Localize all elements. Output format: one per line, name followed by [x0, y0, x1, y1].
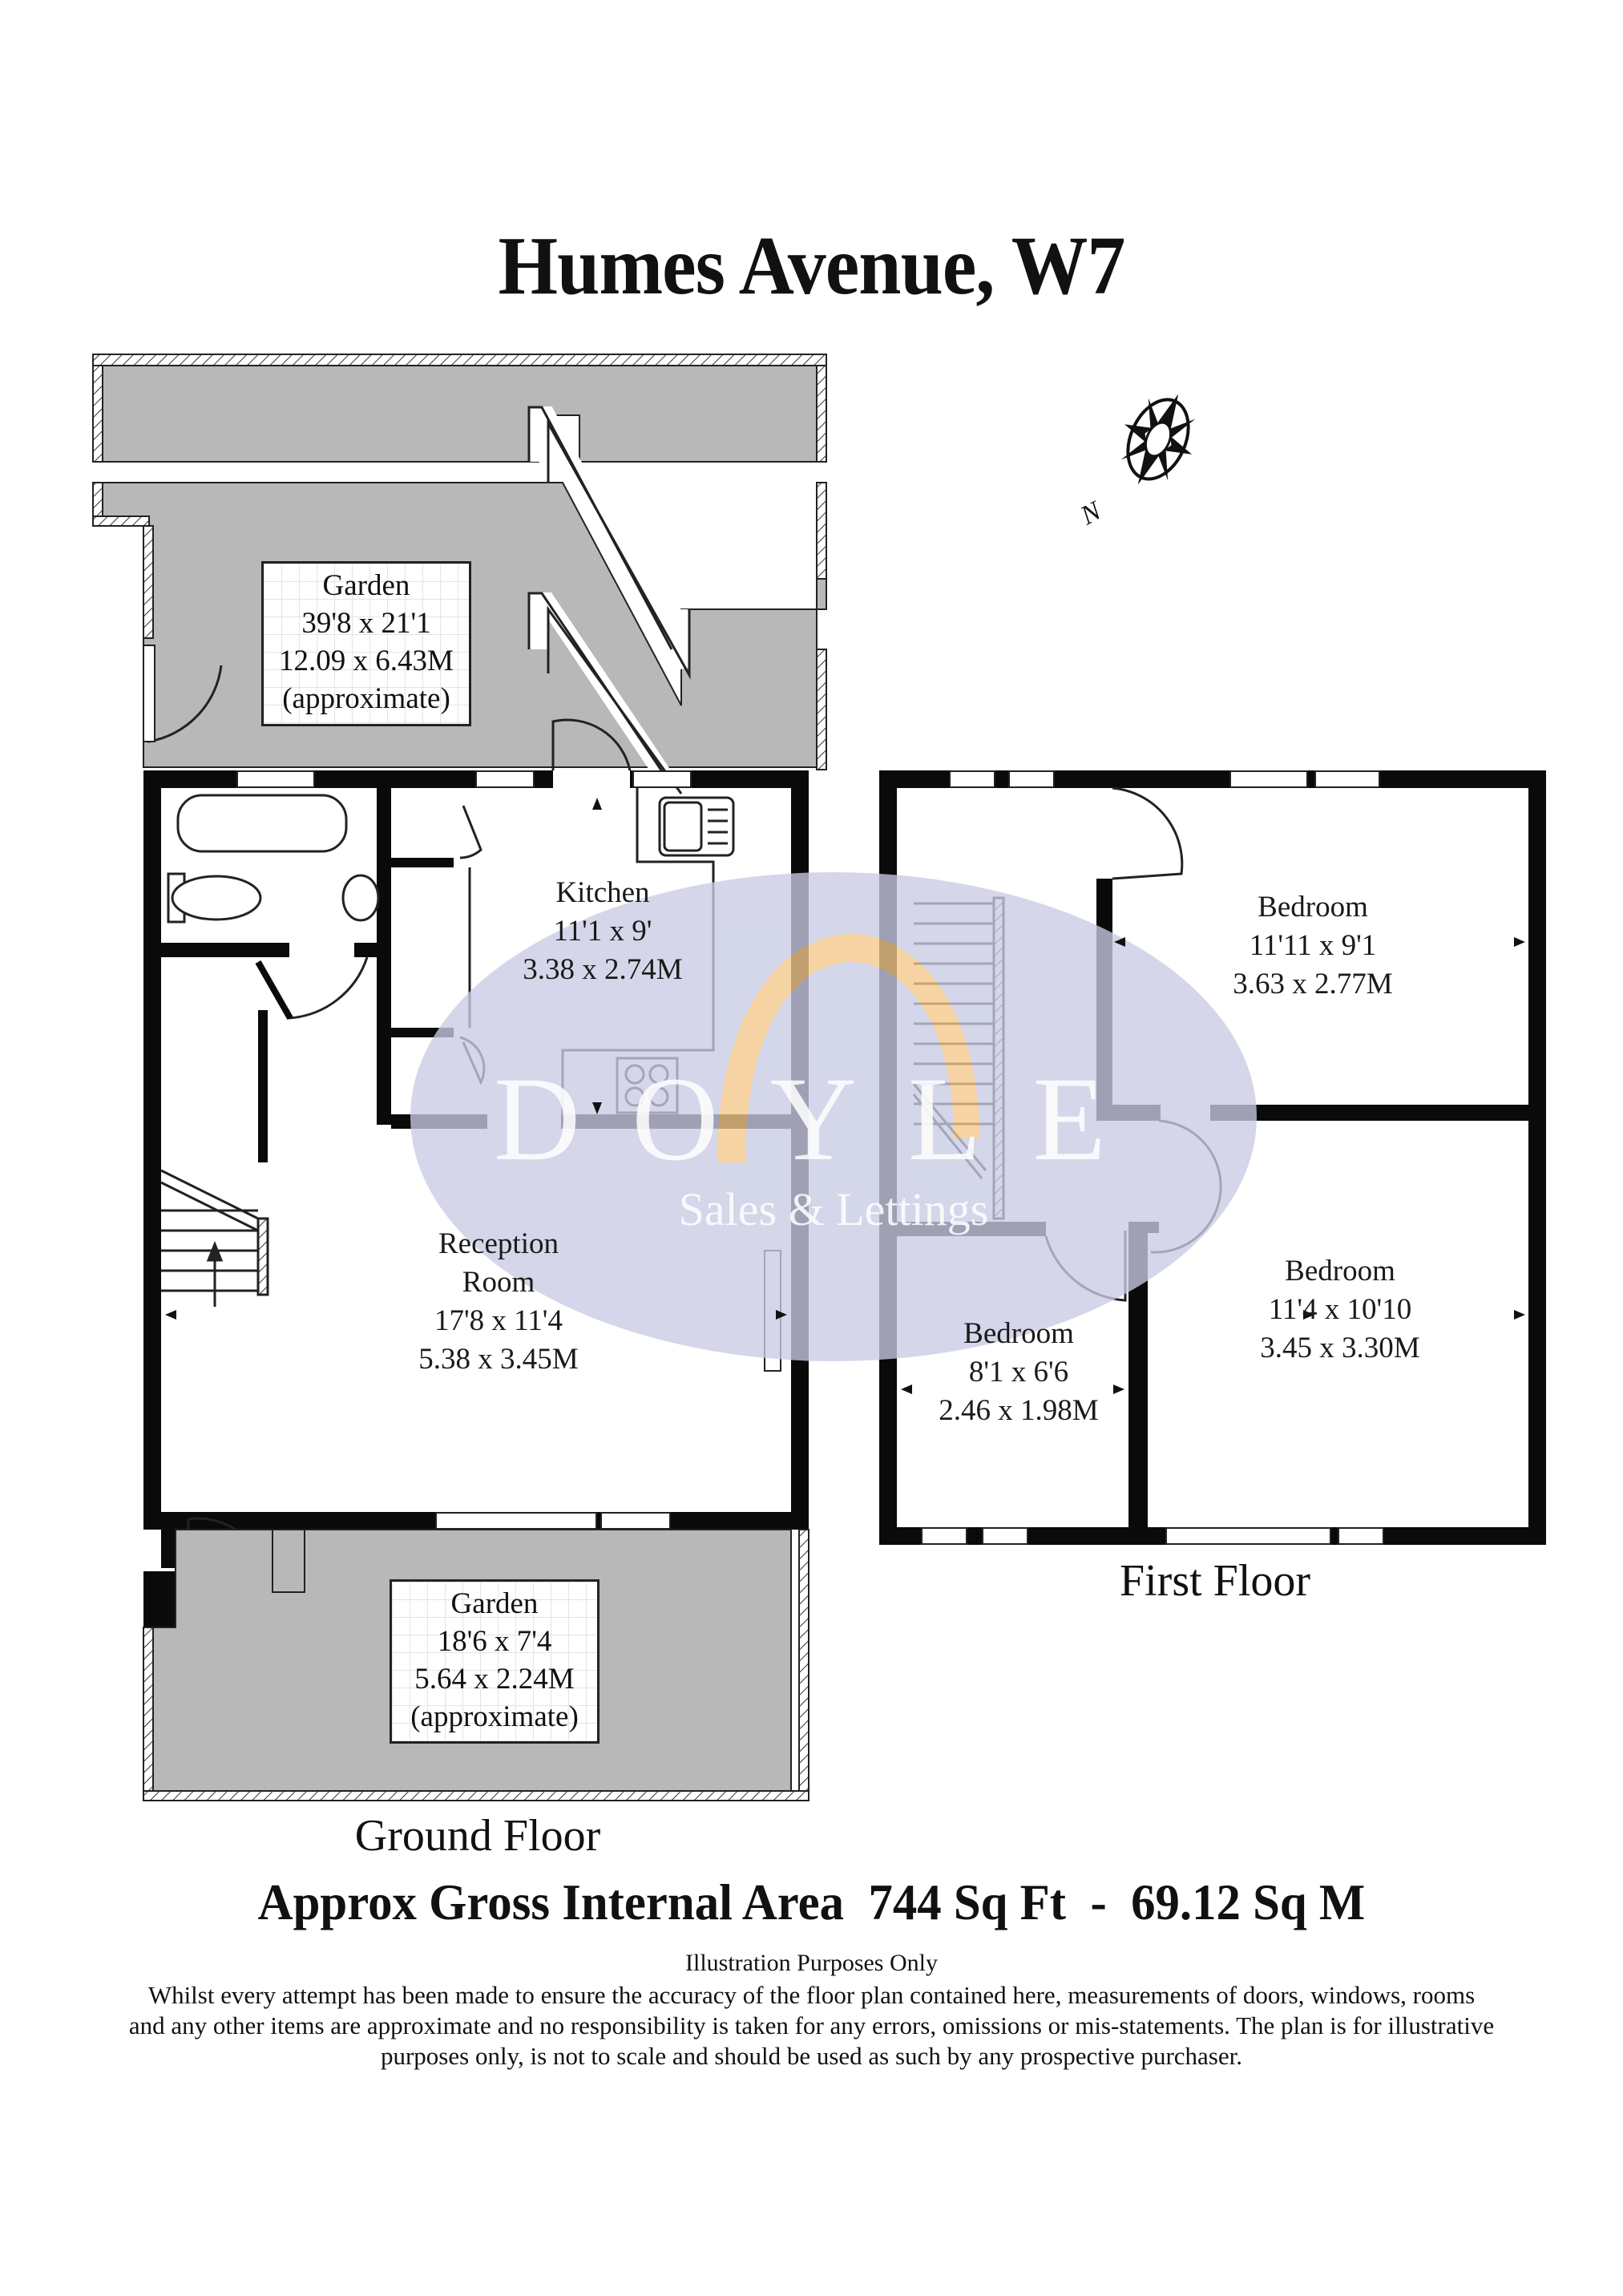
room-imperial: 8'1 x 6'6 [968, 1356, 1069, 1389]
room-name-line1: Reception [438, 1227, 559, 1260]
basin-icon [341, 874, 380, 922]
garden-note: (approximate) [410, 1700, 579, 1733]
rear-garden-label: Garden 39'8 x 21'1 12.09 x 6.43M (approx… [261, 561, 471, 726]
garden-metric: 12.09 x 6.43M [279, 645, 454, 677]
room-metric: 3.38 x 2.74M [523, 953, 683, 986]
room-imperial: 17'8 x 11'4 [434, 1304, 563, 1337]
kitchen-label: Kitchen 11'1 x 9' 3.38 x 2.74M [523, 874, 682, 989]
illustration-note: Illustration Purposes Only [685, 1950, 938, 1976]
garden-note: (approximate) [282, 682, 450, 715]
front-garden-label: Garden 18'6 x 7'4 5.64 x 2.24M (approxim… [390, 1579, 600, 1744]
bedroom-3-label: Bedroom 8'1 x 6'6 2.46 x 1.98M [939, 1315, 1098, 1430]
watermark-brand: DOYLE [493, 1053, 1158, 1186]
garden-imperial: 39'8 x 21'1 [301, 607, 431, 640]
room-name-line2: Room [462, 1266, 535, 1299]
garden-name: Garden [322, 569, 410, 602]
room-name: Bedroom [1258, 891, 1368, 924]
room-name: Bedroom [963, 1317, 1074, 1350]
first-floor-windows [921, 770, 1384, 1545]
room-metric: 5.38 x 3.45M [418, 1343, 579, 1376]
cupboard-door [459, 805, 482, 859]
room-name: Kitchen [555, 876, 650, 909]
room-imperial: 11'11 x 9'1 [1249, 929, 1377, 962]
ground-stairs [160, 1169, 269, 1307]
first-floor-label: First Floor [1119, 1556, 1311, 1606]
bedroom-1-label: Bedroom 11'11 x 9'1 3.63 x 2.77M [1233, 888, 1392, 1004]
room-imperial: 11'1 x 9' [553, 915, 652, 948]
dimension-markers [165, 798, 1525, 1394]
kitchen-door-swing [551, 718, 632, 771]
kitchen-door-opening [553, 770, 630, 788]
ground-floor-label: Ground Floor [354, 1811, 601, 1861]
sink-icon [658, 796, 735, 857]
room-name: Bedroom [1285, 1255, 1395, 1287]
bathroom-door-swing [288, 956, 369, 1020]
plan-title: Humes Avenue, W7 [498, 220, 1126, 312]
room-metric: 3.45 x 3.30M [1260, 1332, 1420, 1364]
room-metric: 2.46 x 1.98M [939, 1394, 1099, 1427]
room-metric: 3.63 x 2.77M [1233, 968, 1393, 1000]
disclaimer-text: Whilst every attempt has been made to en… [128, 1981, 1495, 2070]
doyle-watermark [410, 872, 1257, 1361]
garden-imperial: 18'6 x 7'4 [437, 1625, 552, 1658]
bath-icon [176, 794, 348, 853]
reception-room-label: Reception Room 17'8 x 11'4 5.38 x 3.45M [418, 1225, 578, 1379]
bedroom-door-swing [1112, 786, 1184, 880]
garden-name: Garden [450, 1587, 539, 1620]
bedroom-2-label: Bedroom 11'4 x 10'10 3.45 x 3.30M [1260, 1252, 1419, 1368]
garden-metric: 5.64 x 2.24M [414, 1663, 575, 1696]
room-imperial: 11'4 x 10'10 [1268, 1293, 1412, 1326]
toilet-icon [167, 872, 262, 924]
gross-internal-area: Approx Gross Internal Area 744 Sq Ft - 6… [257, 1874, 1366, 1930]
compass-rose-icon [1120, 394, 1196, 485]
watermark-tagline: Sales & Lettings [678, 1183, 989, 1235]
